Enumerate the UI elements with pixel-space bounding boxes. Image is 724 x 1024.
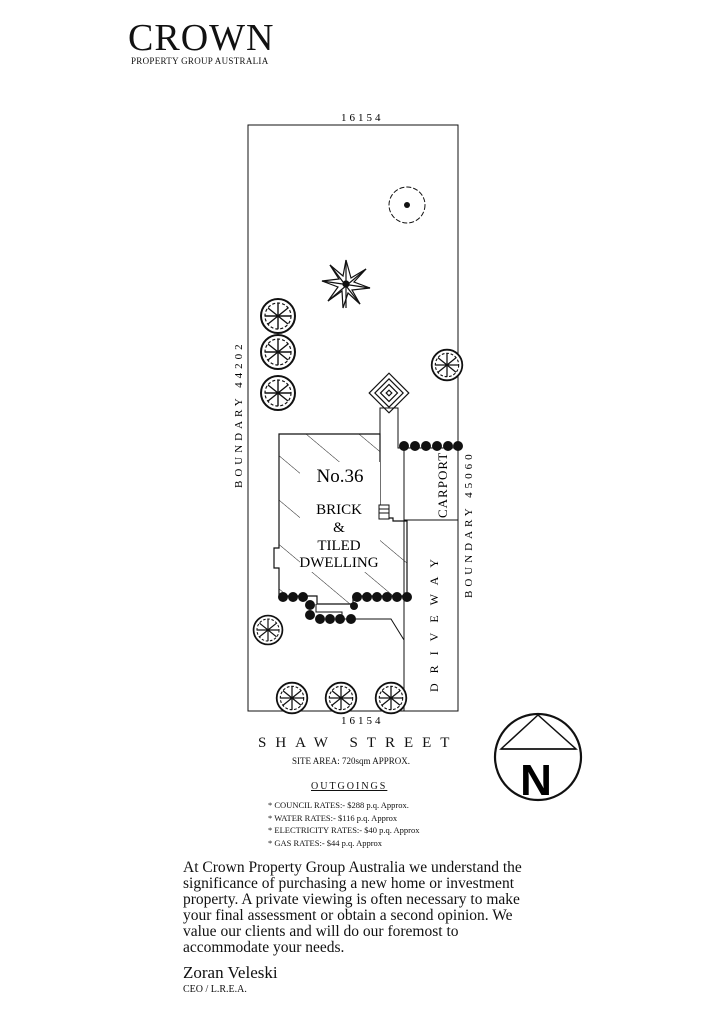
carport-label: CARPORT [435,452,450,518]
tree-front-2 [324,681,358,715]
tree-front-3 [374,681,408,715]
outgoing-electricity: * ELECTRICITY RATES:- $40 p.q. Approx [268,825,420,835]
outgoing-council: * COUNCIL RATES:- $288 p.q. Approx. [268,800,409,810]
carport-outline [403,447,459,521]
lot-boundary [247,124,459,712]
street-name: SHAW STREET [258,735,459,751]
house-line2: & [333,520,345,536]
tree-front-left [252,614,284,646]
outgoings-list: * COUNCIL RATES:- $288 p.q. Approx. * WA… [268,799,420,849]
tree-left-3 [260,375,296,411]
north-letter: N [520,756,552,805]
gazebo [368,372,410,414]
tree-left-1 [260,298,296,334]
deciduous-tree [388,186,426,224]
house-line1: BRICK [316,502,362,518]
signature-title: CEO / L.R.E.A. [183,984,247,995]
dim-top: 16154 [341,112,384,124]
house-number: No.36 [317,466,364,487]
boundary-left-label: BOUNDARY 44202 [233,340,245,488]
logo-subtitle: PROPERTY GROUP AUSTRALIA [131,56,269,66]
outgoing-gas: * GAS RATES:- $44 p.q. Approx [268,837,383,848]
tree-left-2 [260,334,296,370]
boundary-right-label: BOUNDARY 45060 [463,450,475,598]
house-line4: DWELLING [299,555,378,571]
house-line3: TILED [317,538,360,554]
site-area: SITE AREA: 720sqm APPROX. [292,756,411,766]
dim-bottom: 16154 [341,715,384,727]
outgoing-water: * WATER RATES:- $116 p.q. Approx [268,812,398,823]
front-hedge [278,592,412,624]
outgoings-heading: OUTGOINGS [311,781,388,792]
signature-name: Zoran Veleski [183,963,278,982]
logo-title: CROWN [128,17,275,59]
palm-tree [321,259,371,309]
tree-right [430,348,464,382]
house-label-bg [300,462,380,572]
carport-hedge [399,441,463,451]
intro-paragraph: At Crown Property Group Australia we und… [183,859,522,956]
driveway-label: DRIVEWAY [427,549,441,692]
walkway [379,407,404,449]
north-arrow: N [493,712,583,805]
stairs [378,504,390,520]
tree-front-1 [275,681,309,715]
